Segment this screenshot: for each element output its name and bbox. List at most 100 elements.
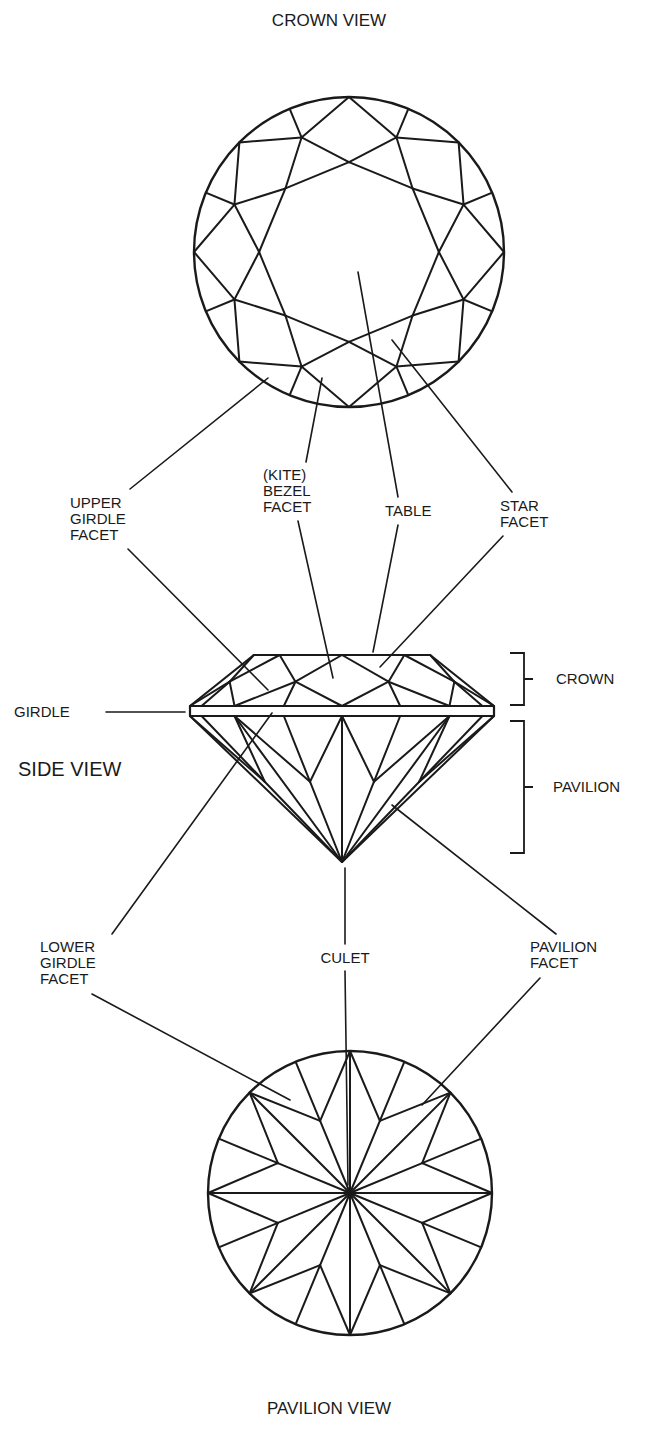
part-label: GIRDLE xyxy=(14,704,104,720)
leader-line xyxy=(380,536,503,667)
pavilion-main-edge xyxy=(250,1093,350,1193)
bezel-edge xyxy=(190,682,230,706)
table-edge xyxy=(349,162,413,188)
bezel-edge xyxy=(239,137,301,142)
upper-girdle-edge xyxy=(206,193,235,205)
star-edge xyxy=(234,299,285,315)
bezel-edge xyxy=(235,682,296,706)
star-edge xyxy=(234,188,285,204)
bezel-edge xyxy=(396,362,458,367)
leader-line xyxy=(128,549,268,690)
part-label: CROWN xyxy=(556,671,646,687)
pavilion-main-edge xyxy=(342,716,449,862)
upper-girdle-edge xyxy=(389,682,401,706)
lower-girdle-edge xyxy=(419,716,449,782)
bezel-edge xyxy=(349,367,396,407)
star-edge xyxy=(280,655,296,682)
leader-line xyxy=(106,711,185,713)
upper-girdle-edge xyxy=(290,367,302,396)
pavilion-main-edge xyxy=(250,1193,350,1293)
upper-girdle-edge xyxy=(396,109,408,138)
bezel-edge xyxy=(459,142,464,204)
upper-girdle-edge xyxy=(202,682,230,706)
leader-line xyxy=(298,521,333,678)
upper-girdle-edge xyxy=(464,299,493,311)
lower-girdle-edge xyxy=(419,716,494,782)
bezel-edge xyxy=(194,252,234,299)
upper-girdle-edge xyxy=(284,682,296,706)
bezel-edge xyxy=(454,682,494,706)
lower-girdle-edge xyxy=(219,1223,278,1247)
bezel-edge xyxy=(396,137,458,142)
bezel-edge xyxy=(295,682,342,706)
leader-line xyxy=(358,272,398,497)
upper-girdle-edge xyxy=(396,367,408,396)
lower-girdle-edge xyxy=(380,1062,404,1121)
pavilion-edge xyxy=(310,782,342,862)
part-label: PAVILION xyxy=(553,779,653,795)
star-edge xyxy=(389,655,405,682)
star-edge xyxy=(234,252,259,299)
leader-line xyxy=(392,340,512,492)
facet-lines xyxy=(190,97,504,1335)
lower-girdle-edge xyxy=(296,1062,320,1121)
star-edge xyxy=(413,188,464,204)
leader-lines xyxy=(92,272,556,1185)
lower-girdle-edge xyxy=(374,716,400,782)
pavilion-main-edge xyxy=(190,716,342,862)
table-edge xyxy=(285,316,349,342)
star-edge xyxy=(342,655,389,682)
pavilion-main-edge xyxy=(342,716,494,862)
part-label: LOWER GIRDLE FACET xyxy=(40,939,112,987)
crown-bracket xyxy=(510,653,533,705)
leader-line xyxy=(344,868,346,944)
star-edge xyxy=(349,137,396,162)
part-label: PAVILION FACET xyxy=(530,939,630,971)
bezel-edge xyxy=(389,682,450,706)
bezel-edge xyxy=(302,367,349,407)
star-edge xyxy=(302,137,349,162)
table-edge xyxy=(259,188,285,252)
lower-girdle-edge xyxy=(219,1139,278,1163)
pavilion-bracket xyxy=(510,721,533,853)
pavilion-edge xyxy=(320,1121,350,1193)
lower-girdle-edge xyxy=(208,1193,278,1223)
leader-line xyxy=(373,525,398,652)
part-label: CULET xyxy=(305,950,385,966)
bezel-edge xyxy=(464,205,504,252)
star-edge xyxy=(430,655,454,682)
pavilion-main-edge xyxy=(349,1193,351,1335)
star-edge xyxy=(396,137,412,188)
leader-line xyxy=(92,994,290,1100)
pavilion-edge xyxy=(350,1193,380,1265)
lower-girdle-edge xyxy=(284,716,310,782)
pavilion-main-edge xyxy=(350,1093,450,1193)
lower-girdle-edge xyxy=(208,1163,278,1193)
part-label: (KITE) BEZEL FACET xyxy=(263,467,327,515)
star-edge xyxy=(234,205,259,252)
lower-girdle-edge xyxy=(350,1051,380,1121)
leader-line xyxy=(306,378,322,462)
bezel-edge xyxy=(349,97,396,137)
bezel-edge xyxy=(449,682,454,706)
bezel-edge xyxy=(234,299,239,361)
lower-girdle-edge xyxy=(419,716,482,782)
lower-girdle-edge xyxy=(380,1265,404,1324)
star-edge xyxy=(396,316,412,367)
part-label: TABLE xyxy=(385,503,445,519)
view-title: PAVILION VIEW xyxy=(209,1400,449,1418)
lower-girdle-edge xyxy=(202,716,265,782)
lower-girdle-edge xyxy=(320,1265,350,1335)
star-edge xyxy=(285,137,301,188)
star-edge xyxy=(285,316,301,367)
part-label: STAR FACET xyxy=(500,498,562,530)
lower-girdle-edge xyxy=(422,1193,492,1223)
pavilion-edge xyxy=(278,1193,350,1223)
pavilion-main-edge xyxy=(208,1192,350,1194)
bezel-edge xyxy=(342,682,389,706)
table-edge xyxy=(259,252,285,316)
pavilion-edge xyxy=(342,782,374,862)
bezel-edge xyxy=(194,205,234,252)
star-edge xyxy=(404,655,454,682)
pavilion-main-edge xyxy=(235,716,342,862)
